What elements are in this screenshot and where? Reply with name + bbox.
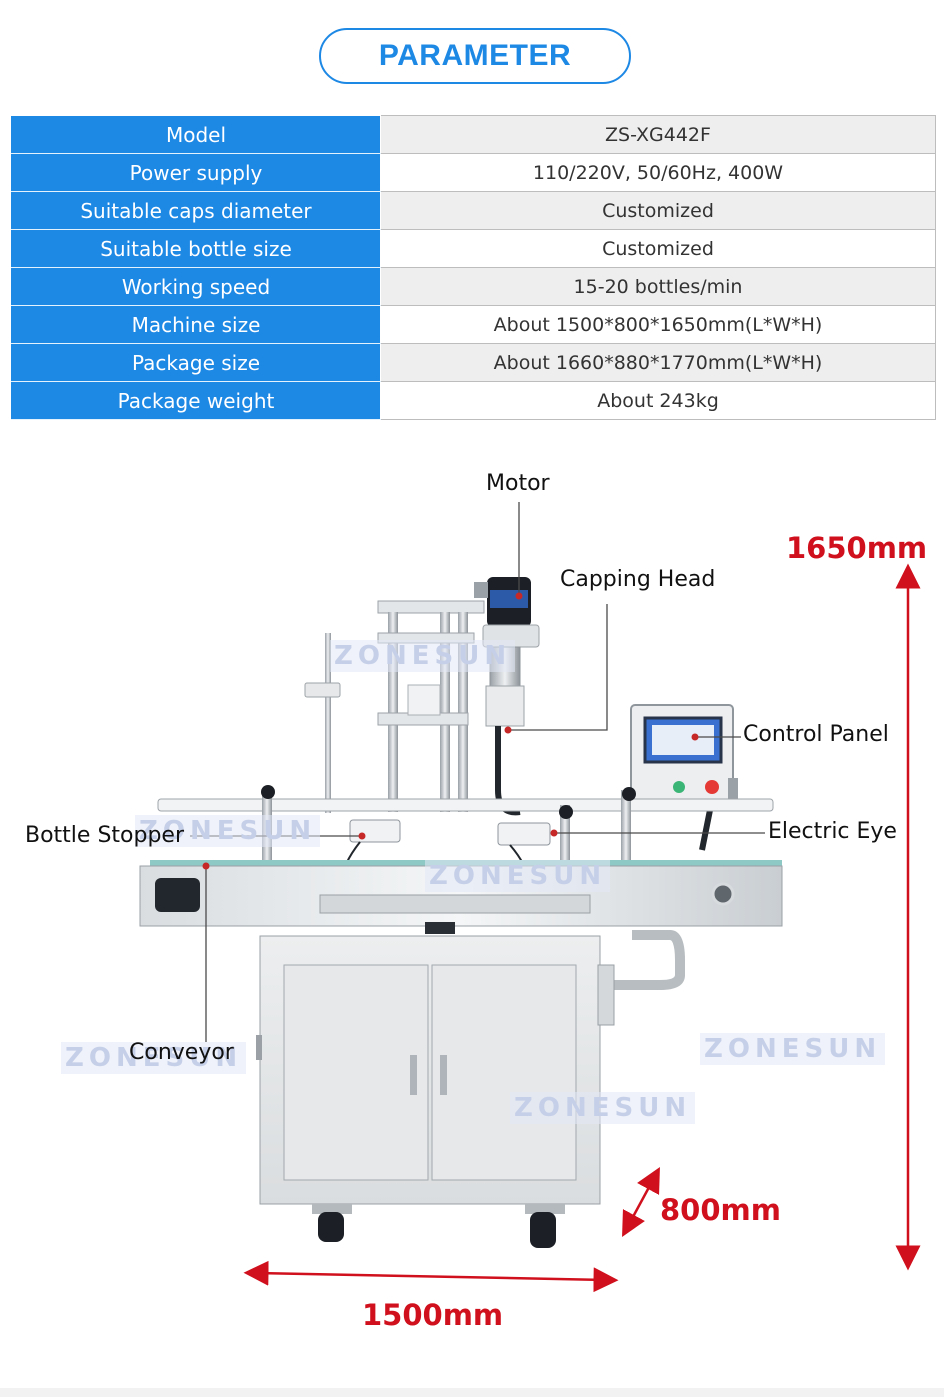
control-panel-label: Control Panel: [743, 722, 889, 747]
param-value: About 1500*800*1650mm(L*W*H): [380, 305, 936, 344]
param-value: 110/220V, 50/60Hz, 400W: [380, 153, 936, 192]
watermark-logo: ZONESUN: [700, 1033, 886, 1065]
depth-dimension: 800mm: [660, 1193, 781, 1227]
param-value: Customized: [380, 191, 936, 230]
param-value: ZS-XG442F: [380, 115, 936, 154]
length-dimension: 1500mm: [362, 1298, 504, 1332]
conveyor-label: Conveyor: [129, 1040, 234, 1065]
param-value: About 243kg: [380, 381, 936, 420]
caster-wheel: [318, 1212, 344, 1242]
capping-machine-illustration: [139, 502, 921, 1293]
bottle-stopper-block: [349, 819, 401, 843]
param-label: Package size: [11, 343, 381, 382]
param-label: Power supply: [11, 153, 381, 192]
param-label: Working speed: [11, 267, 381, 306]
capping-head-label: Capping Head: [560, 567, 716, 592]
bottle-stopper-label: Bottle Stopper: [25, 823, 185, 848]
param-value: 15-20 bottles/min: [380, 267, 936, 306]
param-label: Suitable caps diameter: [11, 191, 381, 230]
param-label: Package weight: [11, 381, 381, 420]
support-post: [325, 633, 331, 813]
electric-eye-label: Electric Eye: [768, 819, 897, 844]
watermark-logo: ZONESUN: [61, 1042, 247, 1074]
parameter-title: PARAMETER: [319, 28, 631, 84]
height-dimension: 1650mm: [786, 531, 928, 565]
param-value: About 1660*880*1770mm(L*W*H): [380, 343, 936, 382]
guide-rail: [157, 798, 774, 812]
footer-band: [0, 1388, 944, 1397]
param-label: Model: [11, 115, 381, 154]
top-plate: [377, 600, 485, 614]
watermark-logo: ZONESUN: [510, 1092, 696, 1124]
caster-wheel: [530, 1212, 556, 1248]
watermark-logo: ZONESUN: [135, 815, 321, 847]
watermark-logo: ZONESUN: [425, 860, 611, 892]
depth-arrow: [622, 1167, 660, 1237]
motor-label: Motor: [486, 471, 550, 496]
length-arrow: [243, 1260, 619, 1293]
param-label: Suitable bottle size: [11, 229, 381, 268]
watermark-logo: ZONESUN: [330, 640, 516, 672]
param-label: Machine size: [11, 305, 381, 344]
electric-eye-block: [497, 822, 551, 846]
param-value: Customized: [380, 229, 936, 268]
